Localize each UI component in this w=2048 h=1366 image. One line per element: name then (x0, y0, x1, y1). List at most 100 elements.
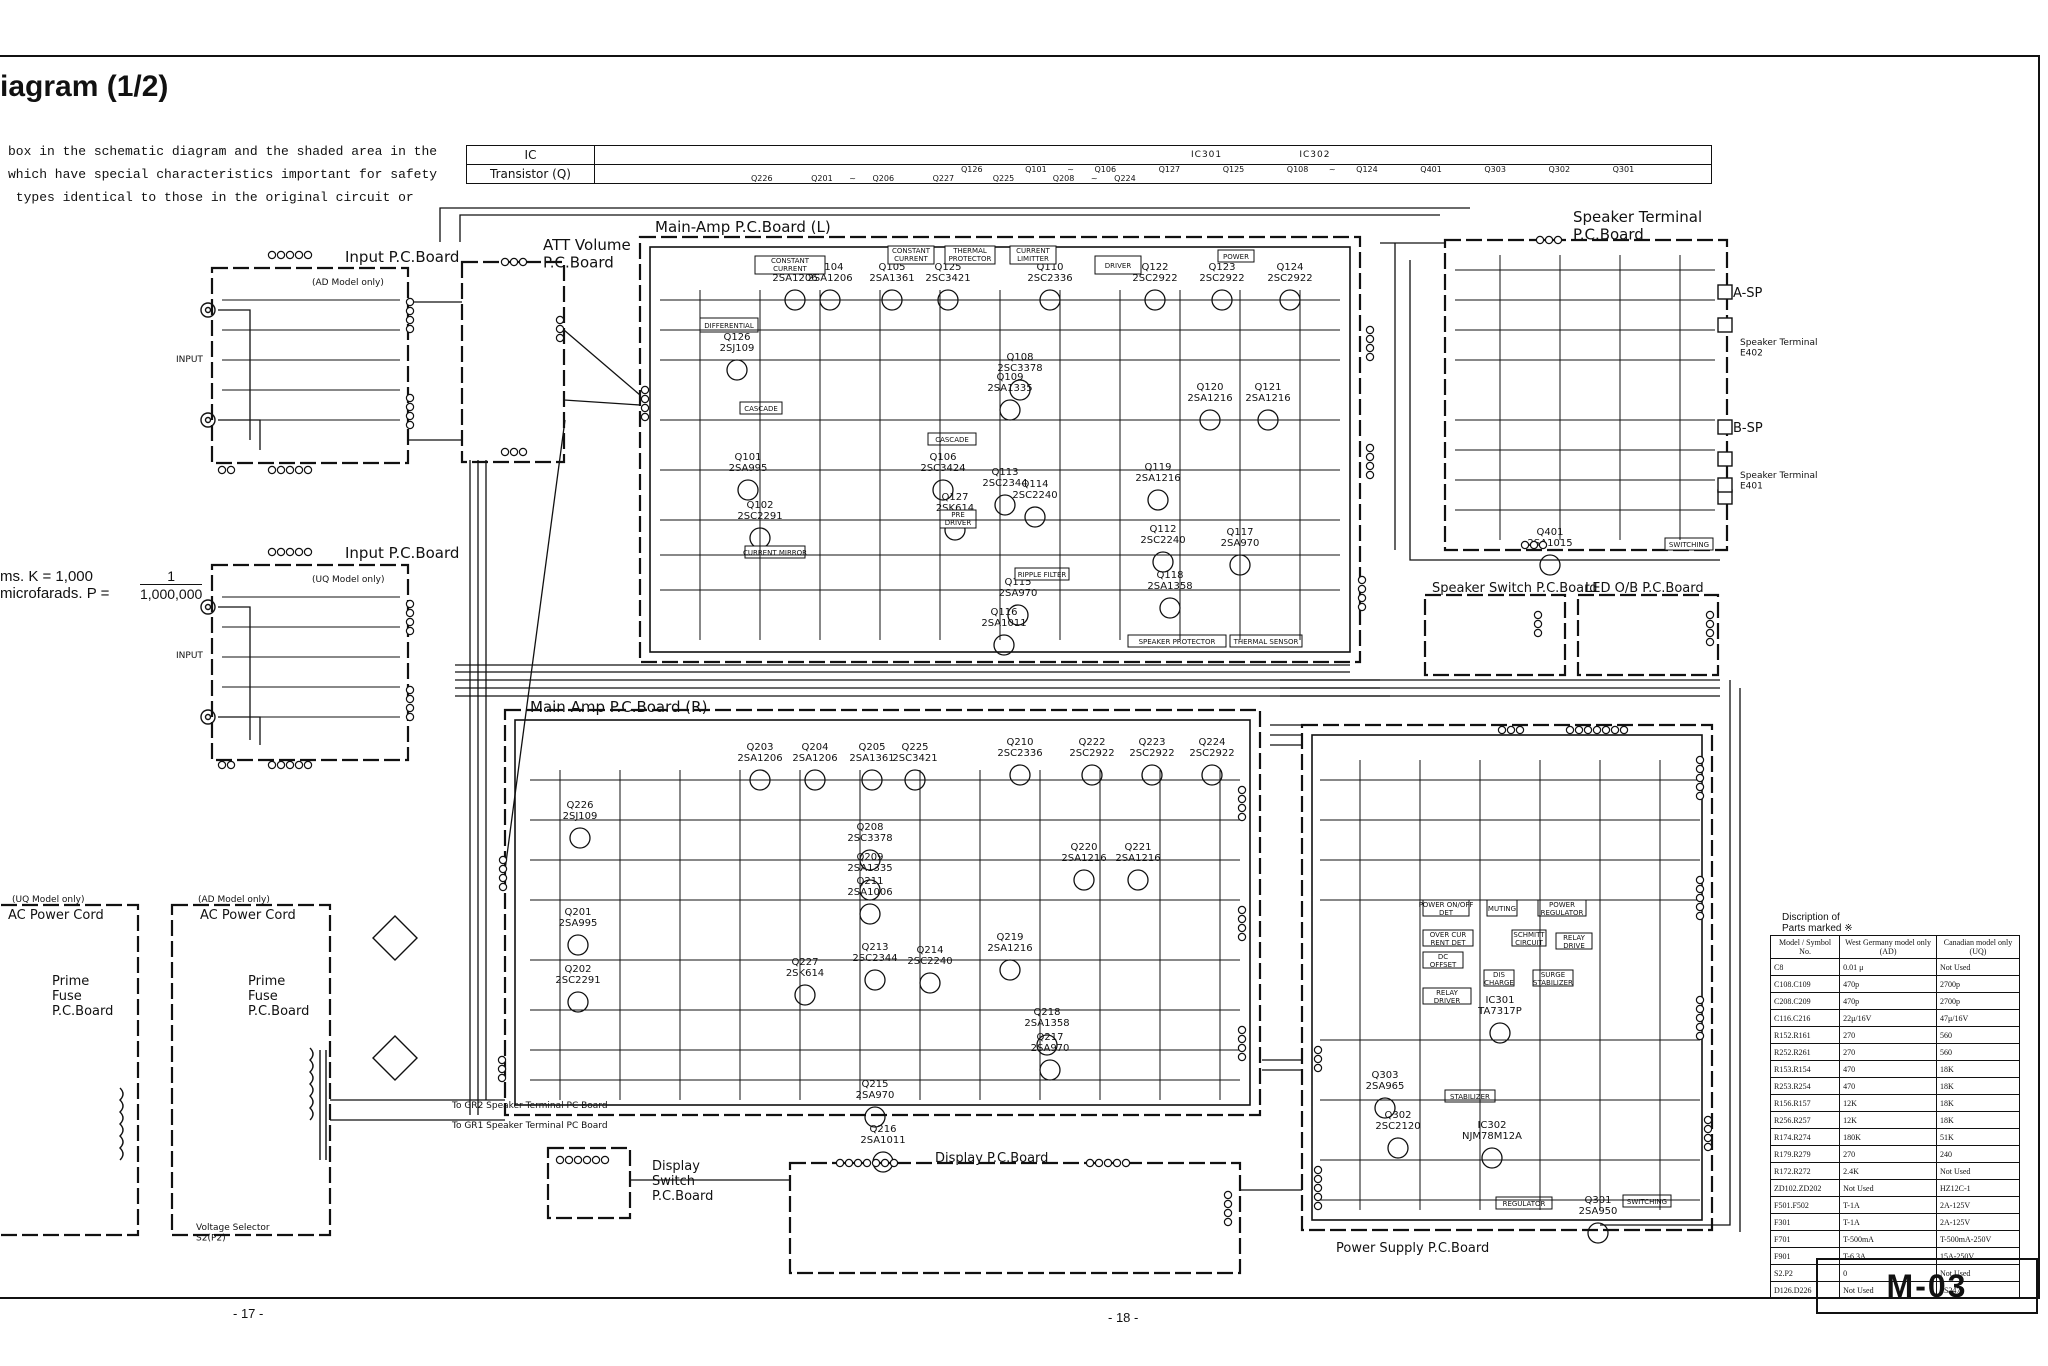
transistor-symbol (1387, 1137, 1409, 1159)
connector-cb104 (1365, 352, 1375, 362)
connector-cn703 (835, 1158, 845, 1168)
parts-table-cell: 470 (1839, 1060, 1937, 1078)
table-row: IC IC301 IC302 (466, 145, 1712, 165)
connector-cn603 (518, 447, 528, 457)
parts-table-cell: T-1A (1839, 1213, 1937, 1231)
ic-item: IC302 (1299, 150, 1331, 160)
transistor-symbol (864, 969, 886, 991)
att-board-outline (460, 260, 566, 464)
connector-cn501 (405, 297, 415, 307)
connector-cn501 (405, 599, 415, 609)
transistor-symbol (1039, 1059, 1061, 1081)
transistor-symbol (737, 479, 759, 501)
transistor-item: Q227 (932, 174, 971, 183)
connector-cb502 (285, 250, 295, 260)
connector-cn301 (1497, 725, 1507, 735)
connector-cb503 (217, 465, 227, 475)
connector-cb304 (1703, 1115, 1713, 1125)
power-supply-outline (1300, 723, 1714, 1232)
connector-cn703 (880, 1158, 890, 1168)
connector-cb305 (1313, 1174, 1323, 1184)
connector-cb501 (267, 465, 277, 475)
connector-cn603 (509, 447, 519, 457)
connector-cn502 (405, 393, 415, 403)
connector-cb401 (1535, 235, 1545, 245)
transistor-symbol (1036, 1034, 1058, 1056)
svg-text:MUTING: MUTING (1488, 905, 1516, 913)
parts-table-cell: 470p (1839, 992, 1937, 1010)
ac-power-cord-label: AC Power Cord (200, 908, 296, 923)
input-uq-board-outline (210, 563, 410, 762)
parts-table-cell: C108.C109 (1769, 975, 1841, 993)
connector-cn702 (1085, 1158, 1095, 1168)
connector-cb503 (226, 465, 236, 475)
transistor-item: Q226 (751, 174, 790, 183)
parts-table-cell: 270 (1839, 1145, 1937, 1163)
parts-table-cell: F301 (1769, 1213, 1841, 1231)
transistor-symbol (1007, 604, 1029, 626)
connector-cn501 (405, 306, 415, 316)
connector-cn502 (405, 420, 415, 430)
transistor-item: Q108 ~ Q124 (1286, 165, 1399, 174)
parts-table-cell: F501.F502 (1769, 1196, 1841, 1214)
main-l-board-outline (638, 235, 1362, 664)
svg-text:STABILIZER: STABILIZER (1450, 1093, 1490, 1101)
connector-cn703 (853, 1158, 863, 1168)
parts-table-cell: 470p (1839, 975, 1937, 993)
connector-cn901 (600, 1155, 610, 1165)
svg-text:OVER CURRENT DET: OVER CURRENT DET (1430, 931, 1467, 947)
connector-cn502 (405, 703, 415, 713)
connector-cb501 (285, 760, 295, 770)
ac-ad-outline (170, 903, 332, 1237)
transistor-symbol (919, 972, 941, 994)
function-block: DRIVER (1094, 255, 1142, 275)
to-gr2-label: To GR2 Speaker Terminal PC Board (451, 1101, 608, 1111)
connector-cb501 (303, 465, 313, 475)
connector-cb201 (1237, 923, 1247, 933)
connector-cb301 (1695, 791, 1705, 801)
transistor-symbol (1081, 764, 1103, 786)
connector-cb501 (294, 465, 304, 475)
to-gr1-label: To GR1 Speaker Terminal PC Board (451, 1121, 608, 1131)
function-block: RIPPLE FILTER (1014, 567, 1070, 581)
transistor-item: Q303 (1484, 165, 1527, 174)
display-switch-outline (546, 1146, 632, 1220)
connector-cn702 (1121, 1158, 1131, 1168)
parts-table-cell: 12K (1839, 1111, 1937, 1129)
connector-cb502 (276, 250, 286, 260)
svg-text:REGULATOR: REGULATOR (1503, 1200, 1546, 1208)
connector-cn702 (1112, 1158, 1122, 1168)
